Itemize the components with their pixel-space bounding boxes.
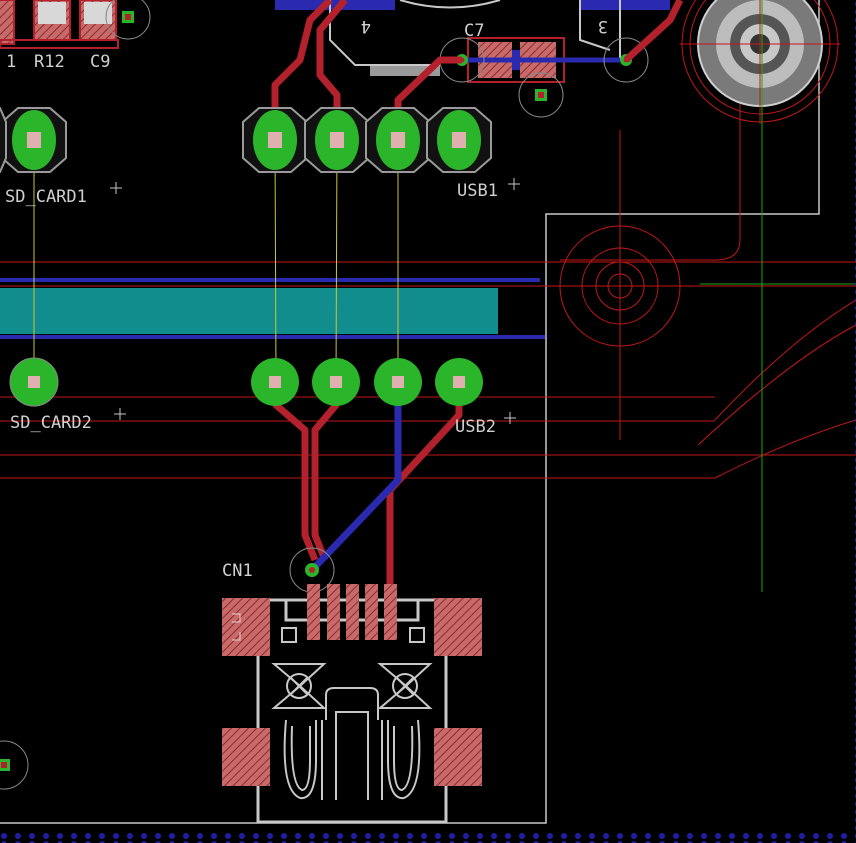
pad-usb2-4	[435, 358, 483, 406]
pad-usb1-3	[365, 107, 431, 173]
label-usb2: USB2	[455, 417, 496, 437]
dimension-lines	[0, 0, 856, 479]
label-c7: C7	[464, 21, 484, 41]
top-left-components[interactable]	[0, 0, 151, 49]
label-pin3: 3	[598, 16, 608, 36]
cn1-via[interactable]	[289, 547, 335, 593]
cn1-mount-pads	[222, 598, 482, 786]
label-c9: C9	[90, 52, 110, 72]
airwires	[33, 139, 399, 381]
usb1-header[interactable]	[242, 107, 492, 173]
pad-usb1-4	[426, 107, 492, 173]
pad-sd1-1	[1, 107, 67, 173]
cn1-shell	[283, 687, 421, 800]
cn1-connector[interactable]	[222, 584, 482, 824]
pad-usb1-2	[304, 107, 370, 173]
header-top-pads[interactable]	[0, 107, 67, 173]
board-edge-dots-right	[849, 0, 856, 843]
board-edge-dots	[0, 832, 856, 843]
lower-pads[interactable]	[9, 357, 483, 407]
mounting-hole-middle[interactable]	[559, 225, 681, 347]
label-cn1: CN1	[222, 561, 253, 581]
cn1-signal-pins	[307, 584, 397, 640]
pad-sd2-1	[9, 357, 59, 407]
label-usb1: USB1	[457, 181, 498, 201]
pad-usb1-1	[242, 107, 308, 173]
mounting-hole-top[interactable]	[680, 0, 840, 124]
pad-sd1-2	[0, 107, 7, 173]
bottom-layer-strips	[0, 278, 545, 339]
label-pin4: 4	[361, 16, 371, 36]
label-sd-card2: SD_CARD2	[10, 413, 92, 433]
label-r12: R12	[34, 52, 65, 72]
pad-usb2-3	[374, 358, 422, 406]
cn1-holes	[271, 663, 433, 709]
pad-usb2-2	[312, 358, 360, 406]
c7-capacitor[interactable]	[439, 37, 649, 118]
left-via[interactable]	[0, 740, 29, 790]
origin-crosshair	[700, 0, 856, 592]
origin-marks	[110, 178, 520, 424]
label-r-partial: 1	[6, 52, 16, 72]
pad-usb2-1	[251, 358, 299, 406]
sd-card-area	[0, 288, 498, 334]
label-sd-card1: SD_CARD1	[5, 187, 87, 207]
bottom-copper-traces	[309, 380, 402, 573]
